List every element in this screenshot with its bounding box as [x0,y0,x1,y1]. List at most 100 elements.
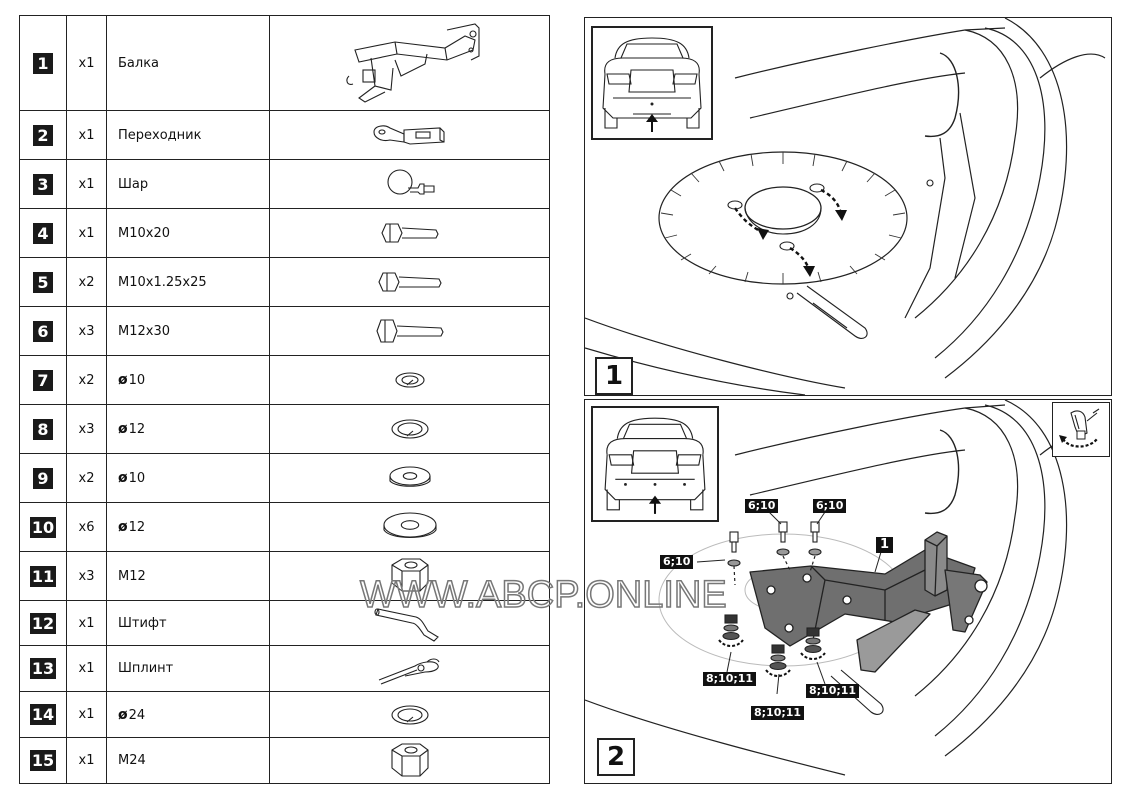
part-number-cell: 5 [19,257,67,307]
part-name-cell: ø10 [106,453,270,503]
diameter-symbol: ø [118,470,128,486]
diameter-symbol: ø [118,372,128,388]
part-name: Шплинт [118,661,174,676]
part-illustration-cell [269,502,550,552]
car-rear-view-icon [604,417,706,514]
part-name: 10 [128,373,146,388]
step-2-label: 2 [597,738,635,776]
part-number-cell: 14 [19,691,67,738]
car-rear-view-icon [602,37,702,132]
part-number-badge: 6 [33,320,53,342]
part-number-cell: 1 [19,15,67,111]
part-number-cell: 2 [19,110,67,160]
part-name: Балка [118,55,160,71]
part-number-cell: 7 [19,355,67,405]
part-quantity: x1 [66,110,107,160]
part-name-cell: ø12 [106,404,270,454]
part-number-badge: 12 [29,612,57,634]
callout-nut-left: 8;10;11 [703,672,757,686]
part-number-badge: 8 [33,418,53,440]
bolt-icon [270,220,549,246]
step-2-car-rear-view-inset [591,406,719,522]
step-1-illustration [585,18,1106,395]
part-name-cell: ø10 [106,355,270,405]
part-number-badge: 2 [33,124,53,146]
part-illustration-cell [269,355,550,405]
part-row: 3 x1 Шар [19,159,550,209]
part-illustration-cell [269,551,550,601]
part-number-badge: 1 [33,52,53,74]
part-row: 2 x1 Переходник [19,110,550,160]
callout-bolt-left: 6;10 [660,555,694,569]
flat-washer-icon [270,462,549,494]
part-name-cell: M12 [106,551,270,601]
cotter-pin-icon [270,652,549,686]
part-number-cell: 11 [19,551,67,601]
adapter-icon [270,118,549,152]
part-name-cell: Шплинт [106,645,270,692]
part-quantity: x1 [66,15,107,111]
part-quantity: x1 [66,645,107,692]
hand-tighten-icon [1059,408,1100,448]
hex-nut-icon [270,557,549,595]
part-number-cell: 12 [19,600,67,646]
part-number-badge: 3 [33,173,53,195]
part-quantity: x1 [66,208,107,258]
callout-beam: 1 [876,537,894,553]
part-quantity: x2 [66,257,107,307]
part-number-badge: 9 [33,467,53,489]
part-quantity: x1 [66,159,107,209]
part-illustration-cell [269,257,550,307]
part-name: 12 [128,422,146,437]
part-number-cell: 9 [19,453,67,503]
step-2-panel: 6;10 6;10 6;10 1 8;10;11 8;10;11 8;10;11… [584,399,1112,784]
part-name: Переходник [118,127,202,143]
part-illustration-cell [269,691,550,738]
part-name: 24 [128,707,146,723]
part-quantity: x6 [66,502,107,552]
tow-ball-icon [270,166,549,202]
callout-nut-middle: 8;10;11 [751,706,805,720]
callout-bolt-right: 6;10 [813,499,847,513]
part-name: Штифт [118,615,167,631]
step-1-panel: 1 [584,17,1112,396]
pin-icon [270,603,549,643]
bolt-icon [270,269,549,295]
part-illustration-cell [269,453,550,503]
part-name-cell: Штифт [106,600,270,646]
part-quantity: x3 [66,551,107,601]
spring-washer-icon [270,368,549,392]
part-illustration-cell [269,110,550,160]
part-name: Шар [118,176,149,192]
part-name-cell: Переходник [106,110,270,160]
step-1-label: 1 [595,357,633,395]
part-name-cell: Балка [106,15,270,111]
part-illustration-cell [269,15,550,111]
part-illustration-cell [269,404,550,454]
part-illustration-cell [269,306,550,356]
part-illustration-cell [269,737,550,784]
part-name-cell: M24 [106,737,270,784]
part-name-cell: ø12 [106,502,270,552]
part-number-badge: 14 [29,704,57,725]
part-name-cell: Шар [106,159,270,209]
part-quantity: x2 [66,355,107,405]
part-number-cell: 4 [19,208,67,258]
step-2-illustration [585,400,1106,776]
watermark: WWW.ABCP.ONLINE [359,573,727,617]
spring-washer-icon [270,415,549,443]
part-name-cell: M10x1.25x25 [106,257,270,307]
part-illustration-cell [269,159,550,209]
part-name: 12 [128,520,146,535]
bolt-icon [270,316,549,346]
